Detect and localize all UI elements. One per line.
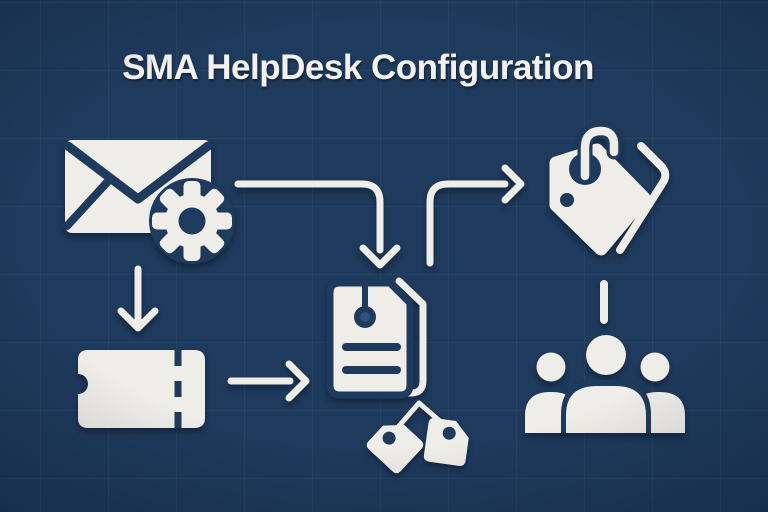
envelope-fold-line — [63, 174, 115, 230]
envelope-gear-icon — [63, 140, 235, 264]
gear-hole — [178, 207, 206, 235]
user-group-icon — [525, 335, 685, 433]
tag-icon — [549, 123, 670, 256]
tag-back-outline — [616, 142, 670, 254]
small-tag-right — [423, 418, 469, 466]
edge-record-to-tag-arrow — [426, 164, 525, 267]
user-center — [566, 335, 646, 433]
ticket-body — [78, 350, 205, 428]
envelope-flap — [63, 141, 213, 204]
document-hole-inner — [360, 312, 370, 322]
small-tag-left — [366, 424, 424, 474]
diagram-title: SMA HelpDesk Configuration — [122, 48, 594, 87]
document-text-lines — [342, 343, 401, 374]
document-front-page — [326, 279, 414, 399]
edge-email-to-ticket-arrow — [117, 265, 159, 332]
edge-email-to-record-arrow — [234, 180, 401, 269]
tag-loop-string — [580, 126, 619, 181]
edge-ticket-to-record-arrow — [227, 360, 310, 402]
document-tags-icon — [326, 277, 469, 474]
tag-dot — [560, 193, 574, 207]
ticket-icon — [78, 350, 205, 428]
